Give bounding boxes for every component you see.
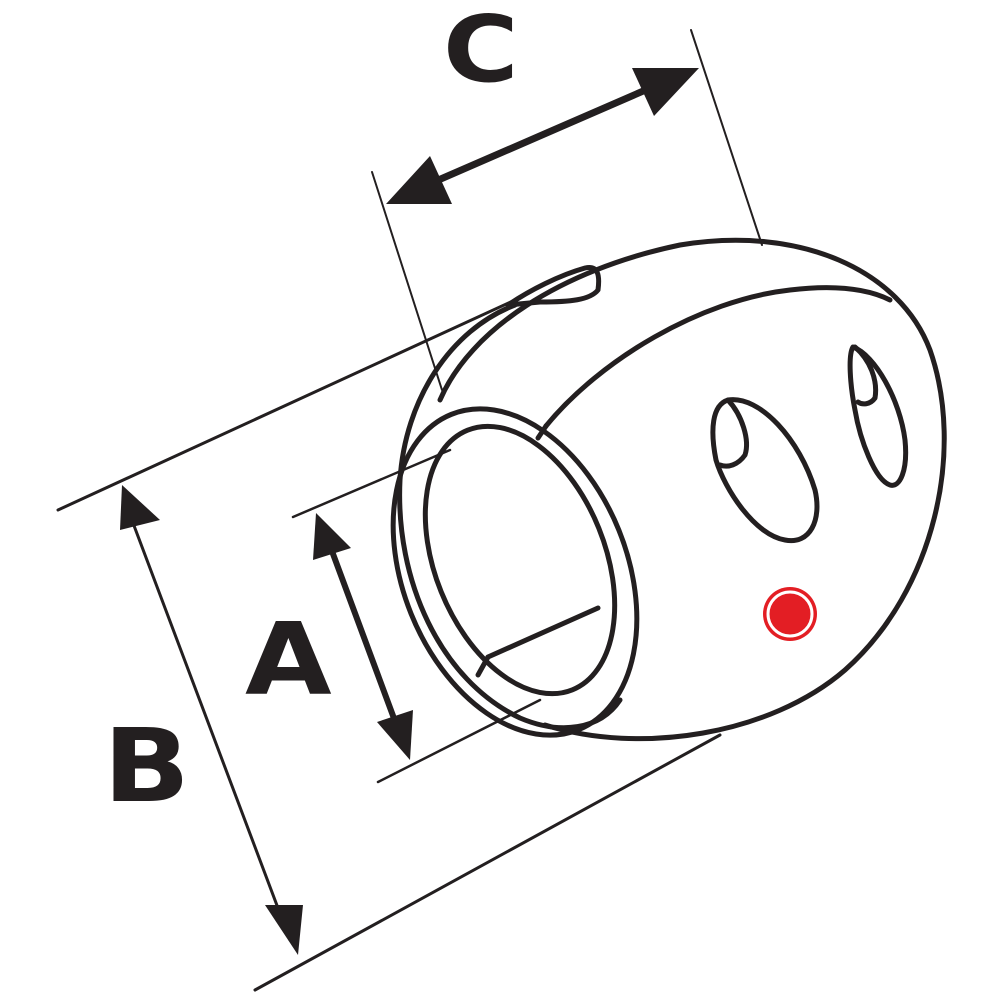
dimension-b — [56, 298, 722, 992]
dimension-label-c: C — [443, 0, 519, 103]
seam-top-curve — [543, 285, 893, 429]
b-arrow-shaft — [128, 513, 292, 942]
seam-bottom — [485, 605, 601, 660]
red-marker-dot — [763, 587, 817, 641]
bolt-hole-right-inner — [852, 344, 879, 407]
dimension-label-a: A — [245, 601, 332, 718]
bolt-holes — [710, 344, 909, 544]
a-arrowhead-bottom — [377, 710, 413, 760]
a-arrowhead-top — [313, 513, 351, 560]
b-extension-bottom — [253, 733, 722, 992]
seam-bottom-stub — [475, 654, 491, 678]
anode-outer-shell — [437, 237, 947, 742]
anode-end-face-outer — [397, 302, 623, 731]
top-slot — [505, 264, 602, 308]
bore-inner — [422, 423, 618, 697]
b-arrowhead-bottom — [265, 905, 303, 955]
dimension-a — [291, 448, 542, 784]
bolt-hole-right — [847, 344, 909, 488]
b-extension-top — [56, 298, 517, 512]
a-arrow-shaft — [323, 532, 405, 743]
c-arrowhead-right — [632, 68, 699, 116]
bolt-hole-left — [710, 397, 820, 544]
a-extension-top — [291, 448, 452, 519]
bolt-hole-left-inner — [717, 397, 749, 469]
dimension-c — [371, 29, 763, 391]
anode-body — [390, 237, 947, 742]
front-ring-outer — [390, 406, 640, 738]
b-arrowhead-top — [120, 485, 160, 530]
c-extension-left — [371, 171, 443, 391]
c-extension-right — [690, 29, 763, 246]
c-arrowhead-left — [386, 156, 452, 204]
c-arrow-shaft — [416, 78, 668, 192]
dimension-label-b: B — [103, 707, 191, 826]
